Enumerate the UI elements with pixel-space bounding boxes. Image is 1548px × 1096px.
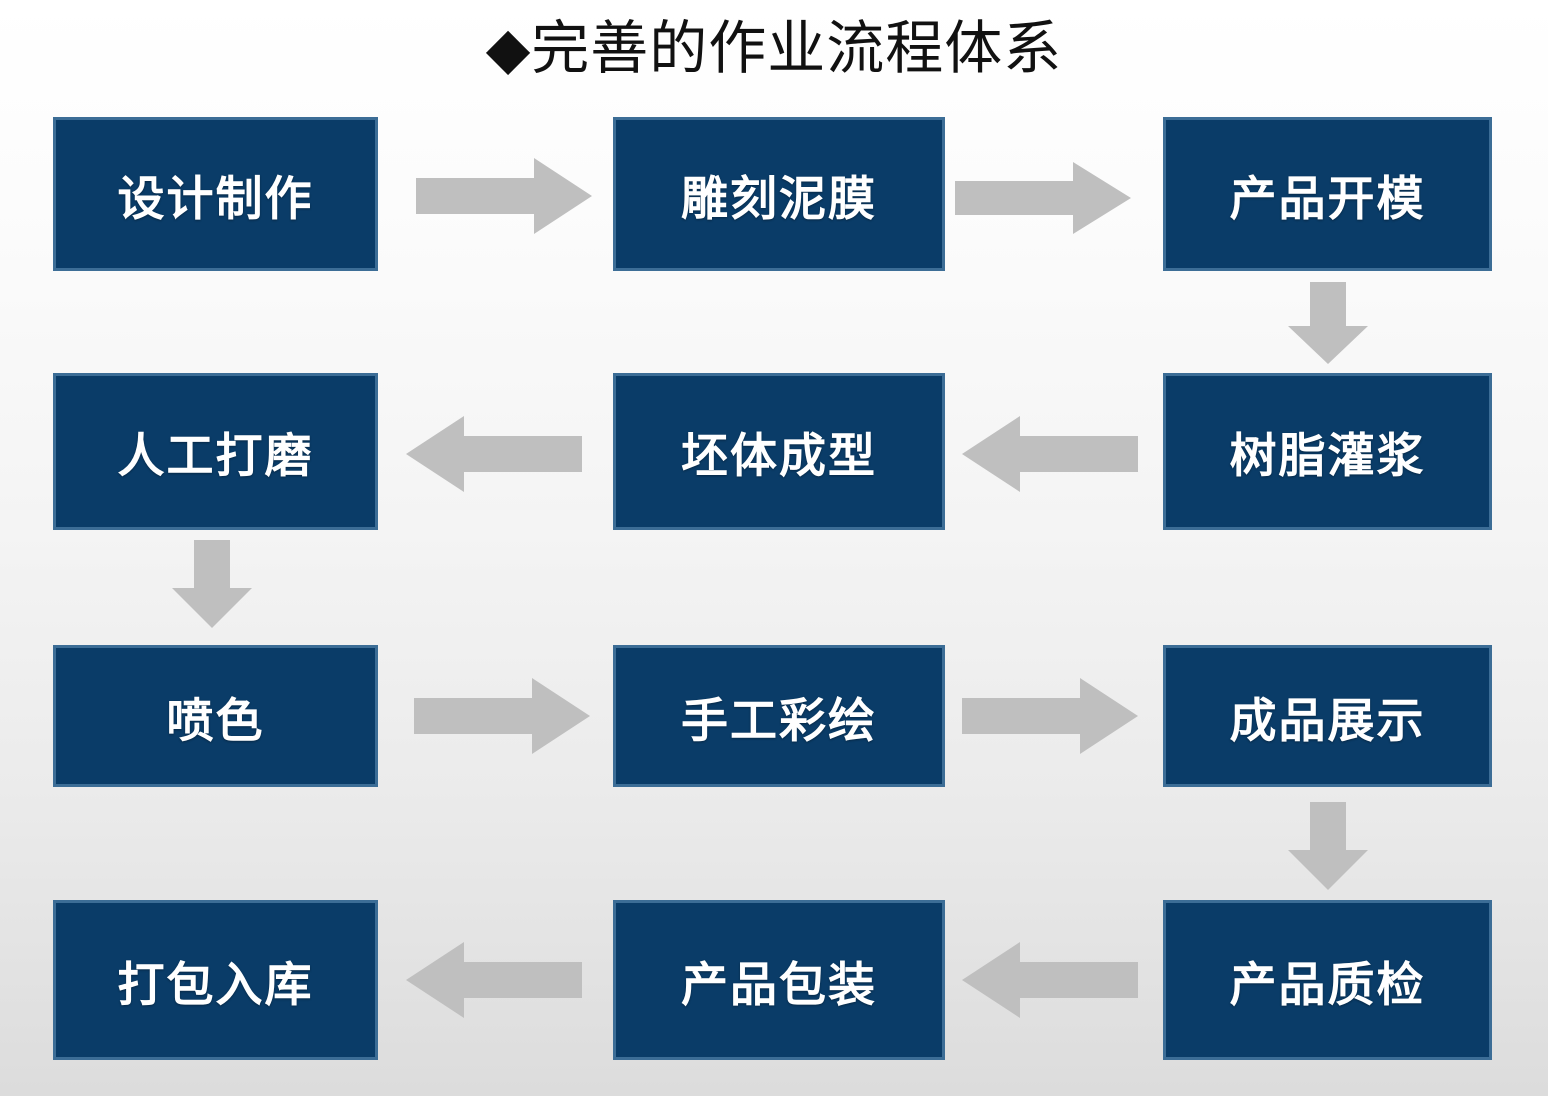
flow-node-finished-display[interactable]: 成品展示 xyxy=(1163,645,1492,787)
flow-node-manual-polishing[interactable]: 人工打磨 xyxy=(53,373,378,530)
flow-node-label: 雕刻泥膜 xyxy=(681,171,877,225)
flow-node-pack-warehouse[interactable]: 打包入库 xyxy=(53,900,378,1060)
flow-node-product-packaging[interactable]: 产品包装 xyxy=(613,900,945,1060)
page-title: ◆完善的作业流程体系 xyxy=(485,16,1063,81)
flow-node-resin-casting[interactable]: 树脂灌浆 xyxy=(1163,373,1492,530)
arrow-right-n7-n8 xyxy=(414,678,590,754)
flow-node-product-mold[interactable]: 产品开模 xyxy=(1163,117,1492,271)
arrow-right-n1-n2 xyxy=(416,158,592,234)
flow-node-label: 人工打磨 xyxy=(117,429,314,482)
flow-node-label: 设计制作 xyxy=(117,171,314,225)
flow-node-label: 打包入库 xyxy=(117,957,314,1011)
arrow-left-n11-n12 xyxy=(406,942,582,1018)
flow-node-quality-inspection[interactable]: 产品质检 xyxy=(1163,900,1492,1060)
flow-node-label: 产品开模 xyxy=(1229,171,1426,225)
flow-node-design-production[interactable]: 设计制作 xyxy=(53,117,378,271)
arrow-left-n5-n6 xyxy=(406,416,582,492)
flow-node-label: 手工彩绘 xyxy=(681,693,877,747)
flow-node-green-body-forming[interactable]: 坯体成型 xyxy=(613,373,945,530)
flow-node-hand-painting[interactable]: 手工彩绘 xyxy=(613,645,945,787)
arrow-right-n2-n3 xyxy=(955,162,1131,234)
flow-node-clay-carving[interactable]: 雕刻泥膜 xyxy=(613,117,945,271)
flow-node-label: 产品包装 xyxy=(681,957,877,1011)
flow-node-label: 喷色 xyxy=(166,693,265,747)
arrow-left-n10-n11 xyxy=(962,942,1138,1018)
arrow-down-n9-n10 xyxy=(1288,802,1368,890)
arrow-left-n4-n5 xyxy=(962,416,1138,492)
flow-node-label: 树脂灌浆 xyxy=(1229,429,1426,482)
flow-node-label: 产品质检 xyxy=(1229,957,1426,1011)
arrow-down-n6-n7 xyxy=(172,540,252,628)
flow-node-label: 坯体成型 xyxy=(681,429,877,482)
arrow-right-n8-n9 xyxy=(962,678,1138,754)
flow-node-label: 成品展示 xyxy=(1229,693,1426,747)
flow-node-spray-coloring[interactable]: 喷色 xyxy=(53,645,378,787)
arrow-down-n3-n4 xyxy=(1288,282,1368,364)
